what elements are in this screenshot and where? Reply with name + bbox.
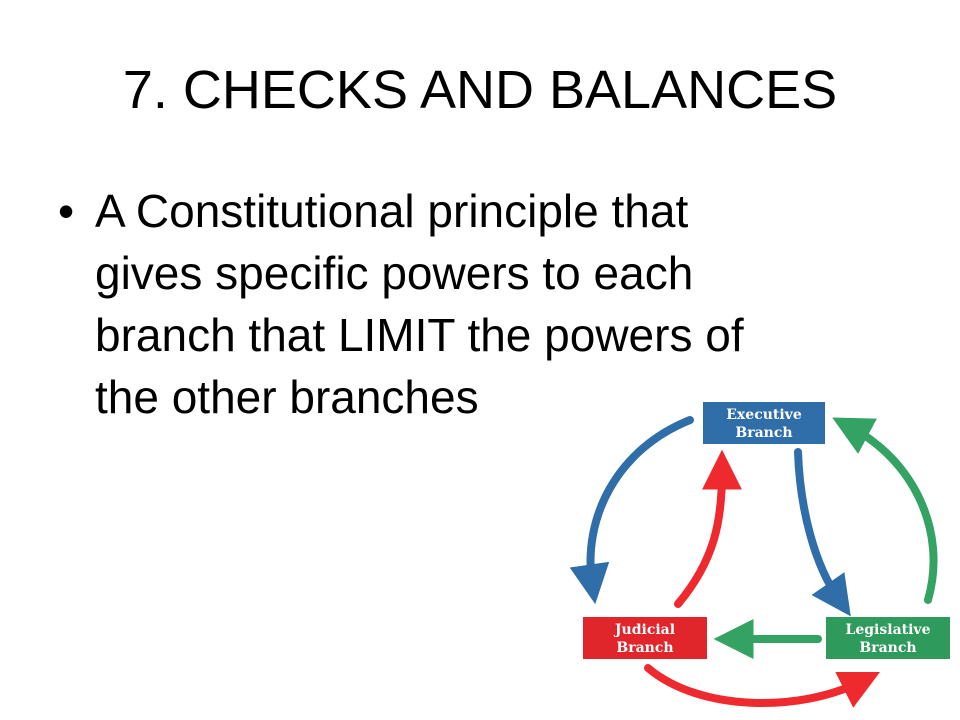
bullet-line: A Constitutional principle that [95, 185, 689, 237]
bullet-text: A Constitutional principle that gives sp… [95, 180, 898, 428]
arrow-executive-to-legislative [794, 448, 851, 617]
legislative-branch-label-line1: Legislative [846, 622, 931, 638]
arrow-judicial-to-legislative [644, 664, 881, 708]
bullet-dot: • [58, 185, 75, 237]
bullet-line: the other branches [95, 371, 479, 423]
legislative-branch-label-line2: Branch [859, 640, 916, 656]
judicial-branch-label-line2: Branch [616, 640, 673, 656]
checks-and-balances-diagram: Executive Branch Judicial Branch Legisla… [569, 402, 950, 708]
bullet-line: branch that LIMIT the powers of [95, 309, 744, 361]
executive-branch-label-line2: Branch [735, 425, 792, 441]
legislative-branch-node: Legislative Branch [826, 617, 950, 659]
slide-title: 7. CHECKS AND BALANCES [122, 60, 838, 120]
executive-branch-node: Executive Branch [703, 402, 825, 444]
judicial-branch-label-line1: Judicial [613, 622, 675, 638]
arrow-executive-to-judicial [569, 416, 694, 605]
arrow-legislative-to-executive [832, 417, 938, 604]
judicial-branch-node: Judicial Branch [583, 617, 707, 659]
executive-branch-label-line1: Executive [726, 407, 802, 423]
bullet-item: • A Constitutional principle that gives … [58, 180, 898, 428]
arrow-judicial-to-executive [674, 449, 742, 608]
bullet-line: gives specific powers to each [95, 247, 694, 299]
